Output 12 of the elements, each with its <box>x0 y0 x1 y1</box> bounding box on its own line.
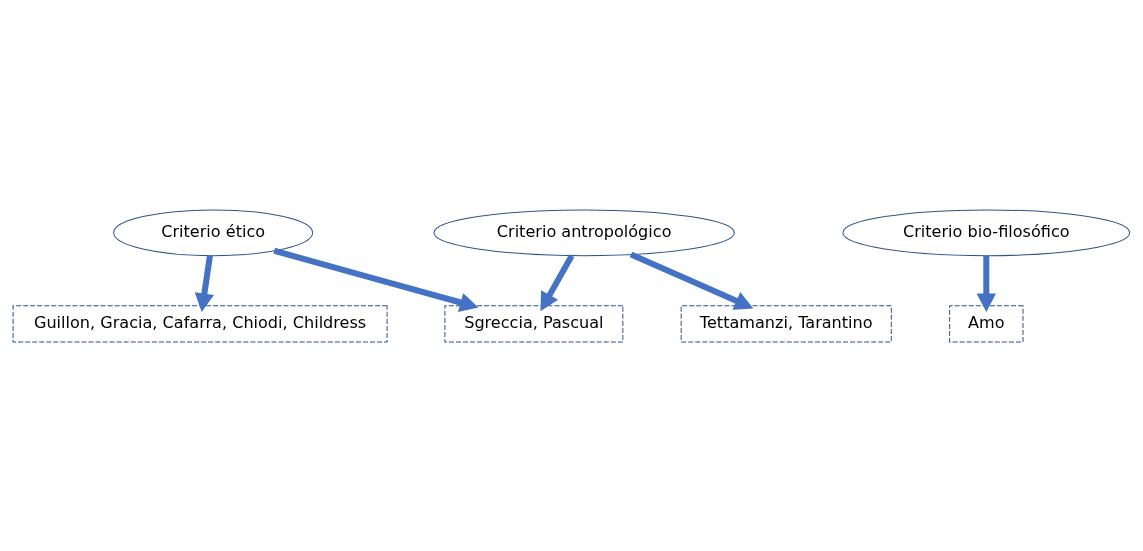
arrow <box>629 251 754 310</box>
node-box: Guillon, Gracia, Cafarra, Chiodi, Childress <box>12 304 388 342</box>
arrow <box>273 247 479 312</box>
node-box: Sgreccia, Pascual <box>444 304 624 342</box>
arrow <box>540 253 575 311</box>
node-box: Amo <box>949 304 1024 342</box>
node-box: Tettamanzi, Tarantino <box>680 304 892 342</box>
arrow <box>194 254 215 312</box>
node-ellipse: Criterio bio-filosófico <box>842 208 1131 256</box>
node-ellipse: Criterio antropológico <box>433 208 735 256</box>
node-ellipse: Criterio ético <box>113 208 314 256</box>
arrow <box>976 255 997 312</box>
